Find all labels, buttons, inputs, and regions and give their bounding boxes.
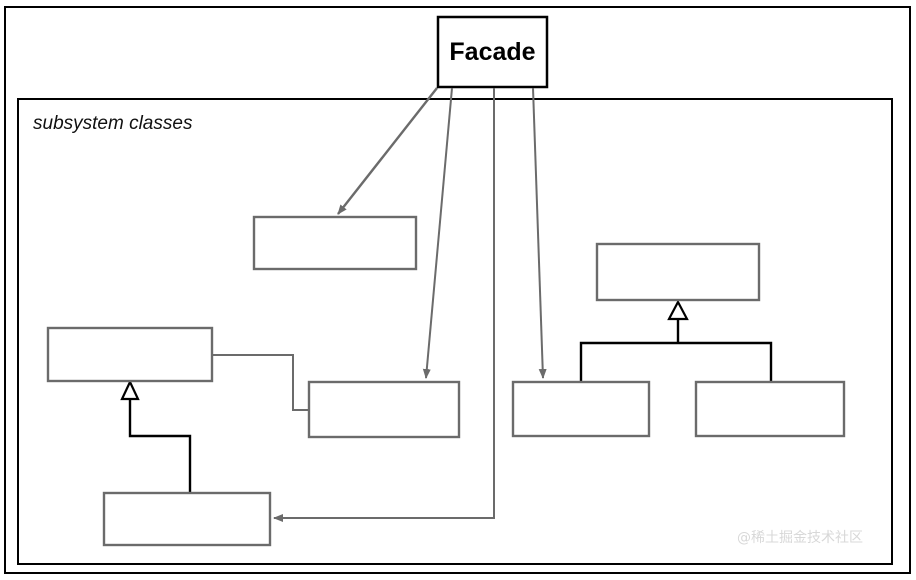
subsystem-class-e-box[interactable] xyxy=(511,380,651,438)
facade-box[interactable] xyxy=(436,15,549,89)
facade-to-class-d-dependency xyxy=(422,87,453,379)
gen-class-g-to-class-c-triangle xyxy=(120,379,140,401)
subsystem-classes-label: subsystem classes xyxy=(33,113,193,134)
gen-fork-bar xyxy=(579,341,773,381)
facade-to-class-g-dependency xyxy=(273,88,495,522)
assoc-class-c-to-class-d xyxy=(213,354,308,411)
facade-to-class-e-dependency xyxy=(532,87,547,379)
gen-class-ef-to-class-b-triangle xyxy=(667,299,689,321)
facade-to-class-a-dependency xyxy=(337,87,438,215)
watermark-text: @稀土掘金技术社区 xyxy=(737,530,863,546)
subsystem-class-c-box[interactable] xyxy=(46,326,214,383)
subsystem-class-f-box[interactable] xyxy=(694,380,846,438)
gen-class-g-to-class-c-line xyxy=(128,398,192,492)
subsystem-class-b-box[interactable] xyxy=(595,242,761,302)
subsystem-class-d-box[interactable] xyxy=(307,380,461,439)
subsystem-class-g-box[interactable] xyxy=(102,491,272,547)
subsystem-class-a-box[interactable] xyxy=(252,215,418,271)
facade-label: Facade xyxy=(449,37,536,66)
